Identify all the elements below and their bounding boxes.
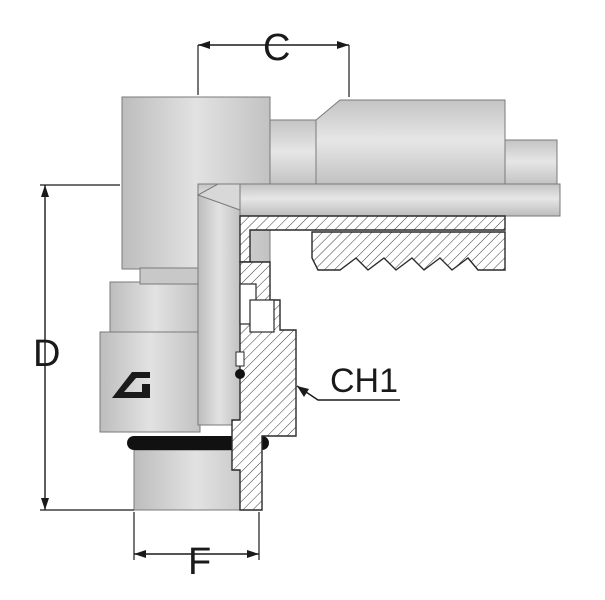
hose-ferrule (269, 99, 558, 191)
ch1-label: CH1 (330, 362, 398, 400)
hose-stem-tube (197, 183, 561, 217)
dimension-c: C (197, 27, 350, 97)
brand-logo-icon (112, 372, 150, 398)
dimension-f-label: F (188, 541, 211, 583)
vertical-tube (196, 183, 241, 426)
dimension-c-label: C (263, 27, 290, 69)
swivel-nut (99, 267, 201, 433)
dimension-d-label: D (33, 333, 60, 375)
dimension-f: F (133, 512, 260, 583)
inner-o-ring (235, 351, 245, 379)
dimension-d: D (33, 184, 134, 511)
ch1-callout: CH1 (296, 362, 400, 401)
cross-section (231, 215, 506, 511)
